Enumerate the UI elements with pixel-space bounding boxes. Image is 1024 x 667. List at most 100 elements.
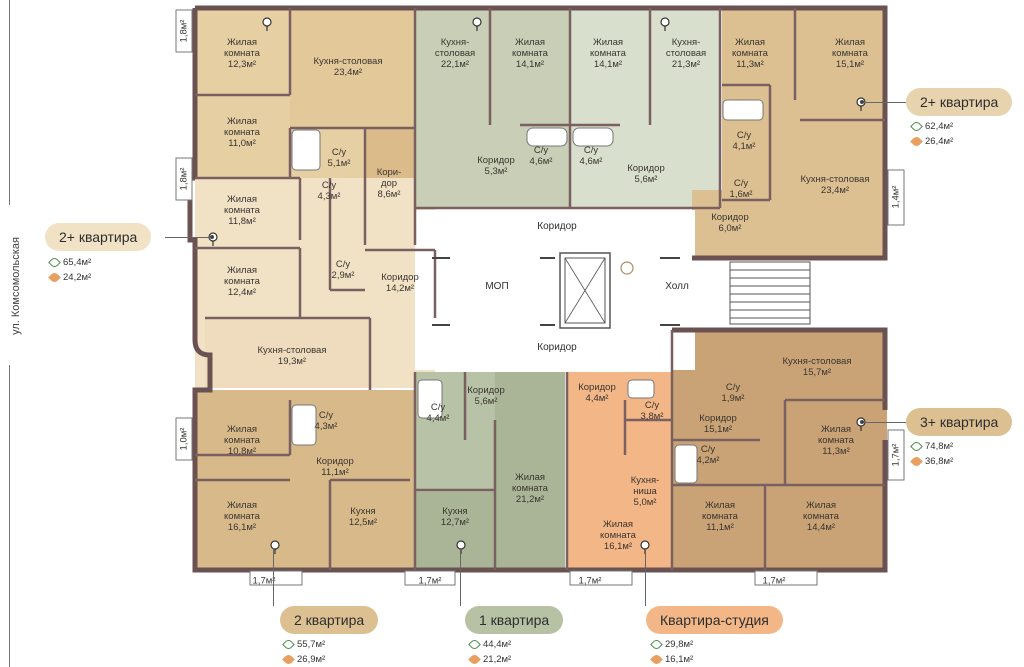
fixtures bbox=[291, 99, 764, 484]
room-area: 14,1м² bbox=[594, 59, 622, 70]
wall-outer-left bbox=[187, 8, 888, 573]
room-name: комната bbox=[702, 511, 739, 522]
room-name: Кухня bbox=[442, 506, 467, 517]
accessibility-icon bbox=[620, 261, 634, 275]
room-area: 5,6м² bbox=[635, 174, 658, 185]
room-name: Жилая bbox=[227, 194, 257, 205]
room-name: Кухня- bbox=[672, 37, 701, 48]
apartment-stats-studio: 29,8м² 16,1м² bbox=[650, 637, 694, 667]
leader-line-right-top bbox=[862, 102, 912, 103]
room-area: 5,6м² bbox=[475, 396, 498, 407]
room-area: 11,8м² bbox=[228, 216, 255, 227]
room-area: 11,3м² bbox=[736, 59, 763, 70]
room-name: С/у bbox=[645, 400, 660, 411]
balcony-9 bbox=[754, 570, 818, 586]
entrance-key-icon bbox=[660, 17, 670, 27]
wall-outer-top bbox=[195, 5, 888, 261]
room-area: 5,3м² bbox=[485, 166, 508, 177]
room-area: 21,3м² bbox=[672, 59, 700, 70]
floor-fills bbox=[195, 8, 887, 570]
balcony-area: 1,8м² bbox=[179, 168, 190, 191]
balcony-6 bbox=[249, 570, 303, 586]
bathtub bbox=[627, 379, 655, 399]
balcony-area: 1,4м² bbox=[891, 186, 902, 209]
room-name: Кухня-столовая bbox=[783, 356, 852, 367]
room-name: Коридор bbox=[627, 163, 665, 174]
total-area-icon bbox=[910, 440, 923, 453]
leader-dot-right-bottom bbox=[860, 420, 864, 424]
balcony-area: 1,7м² bbox=[579, 576, 602, 587]
total-area-value: 44,4м² bbox=[483, 639, 512, 650]
total-area-icon bbox=[910, 120, 923, 133]
room-area: 16,1м² bbox=[604, 541, 632, 552]
total-area-icon bbox=[468, 638, 481, 651]
balcony-area: 1,7м² bbox=[891, 444, 902, 467]
balconies bbox=[175, 9, 905, 586]
room-area: 12,7м² bbox=[441, 517, 469, 528]
balcony-area: 1,7м² bbox=[419, 576, 442, 587]
room-area: 4,4м² bbox=[427, 413, 450, 424]
leader-dot-right-top bbox=[860, 100, 864, 104]
room-name: Коридор bbox=[316, 456, 354, 467]
room-name: комната bbox=[832, 48, 869, 59]
stairs-box bbox=[729, 261, 811, 325]
room-name: Жилая bbox=[227, 116, 257, 127]
balcony-2 bbox=[175, 157, 193, 201]
room-area: 2,9м² bbox=[332, 270, 355, 281]
room-name: Коридор bbox=[381, 272, 419, 283]
corridor-dashes bbox=[432, 257, 680, 326]
balcony-5 bbox=[887, 429, 905, 481]
interior-walls bbox=[195, 8, 885, 570]
room-name: Жилая bbox=[705, 500, 735, 511]
room-area: 11,1м² bbox=[321, 467, 348, 478]
room-name: комната bbox=[732, 48, 769, 59]
room-area: 23,4м² bbox=[821, 185, 849, 196]
bathtub bbox=[291, 129, 321, 171]
room-area: 14,4м² bbox=[807, 522, 835, 533]
entrance-key-icon bbox=[472, 17, 482, 27]
total-area-value: 65,4м² bbox=[63, 257, 92, 268]
room-name: С/у bbox=[726, 382, 741, 393]
room-name: Кори- bbox=[377, 167, 402, 178]
room-name: Коридор bbox=[711, 212, 749, 223]
room-area: 11,0м² bbox=[228, 138, 255, 149]
bathtub bbox=[291, 404, 317, 446]
room-area: 22,1м² bbox=[441, 59, 469, 70]
living-area-icon bbox=[48, 271, 61, 284]
leader-line-left bbox=[165, 237, 210, 238]
bathtub bbox=[722, 99, 764, 121]
room-name: С/у bbox=[734, 178, 749, 189]
apartment-label-2plus-left: 2+ квартира bbox=[45, 223, 152, 251]
room-area: 11,3м² bbox=[822, 446, 849, 457]
total-area-value: 55,7м² bbox=[297, 639, 326, 650]
room-name: Жилая bbox=[515, 472, 545, 483]
room-area: 3,8м² bbox=[641, 411, 664, 422]
balcony-area: 1,7м² bbox=[253, 576, 276, 587]
room-name: ниша bbox=[633, 486, 657, 497]
room-name: Кухня-столовая bbox=[314, 56, 383, 67]
room-name: комната bbox=[224, 435, 261, 446]
apt-top-left-kitchen-fill bbox=[290, 8, 415, 128]
room-name: Коридор bbox=[477, 155, 515, 166]
apartment-stats-1: 44,4м² 21,2м² bbox=[468, 637, 512, 667]
room-name: Кухня-столовая bbox=[801, 174, 870, 185]
living-area-value: 16,1м² bbox=[665, 654, 694, 665]
balcony-8 bbox=[569, 570, 633, 586]
room-name: МОП bbox=[485, 281, 508, 292]
room-name: Жилая bbox=[603, 519, 633, 530]
room-name: комната bbox=[224, 48, 261, 59]
room-area: 11,1м² bbox=[706, 522, 733, 533]
room-name: комната bbox=[590, 48, 627, 59]
balcony-7 bbox=[404, 570, 456, 586]
living-area-icon bbox=[468, 653, 481, 666]
room-area: 10,8м² bbox=[228, 446, 256, 457]
apartment-label-2plus-right: 2+ квартира bbox=[906, 88, 1013, 116]
room-name: С/у bbox=[319, 410, 334, 421]
room-name: С/у bbox=[431, 402, 446, 413]
room-name: Жилая bbox=[227, 265, 257, 276]
apt-right-fill bbox=[672, 330, 887, 570]
room-name: С/у bbox=[584, 145, 599, 156]
total-area-value: 62,4м² bbox=[925, 121, 954, 132]
